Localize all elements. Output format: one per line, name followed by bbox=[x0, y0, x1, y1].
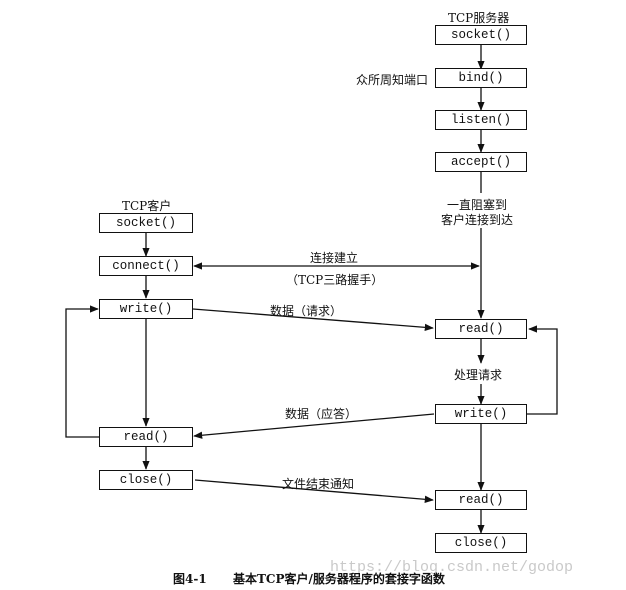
client-write-box: write() bbox=[99, 299, 193, 319]
client-read-box: read() bbox=[99, 427, 193, 447]
client-close-box: close() bbox=[99, 470, 193, 490]
server-read2-box: read() bbox=[435, 490, 527, 510]
server-read-box: read() bbox=[435, 319, 527, 339]
server-socket-box: socket() bbox=[435, 25, 527, 45]
server-bind-box: bind() bbox=[435, 68, 527, 88]
block-note-line2: 客户连接到达 bbox=[441, 213, 514, 227]
server-listen-box: listen() bbox=[435, 110, 527, 130]
server-title: TCP服务器 bbox=[448, 11, 510, 25]
block-note-line1: 一直阻塞到 bbox=[447, 198, 508, 212]
client-title: TCP客户 bbox=[122, 199, 172, 213]
process-request-label: 处理请求 bbox=[454, 368, 503, 382]
connection-established-label: 连接建立 bbox=[310, 251, 359, 265]
eof-arrow bbox=[194, 479, 434, 503]
watermark-text: https://blog.csdn.net/godop bbox=[330, 559, 574, 576]
reply-arrow bbox=[193, 413, 435, 439]
server-write-box: write() bbox=[435, 404, 527, 424]
client-socket-box: socket() bbox=[99, 213, 193, 233]
client-connect-box: connect() bbox=[99, 256, 193, 276]
data-request-label: 数据（请求） bbox=[270, 304, 343, 318]
server-close-box: close() bbox=[435, 533, 527, 553]
request-arrow bbox=[192, 308, 434, 331]
server-accept-box: accept() bbox=[435, 152, 527, 172]
server-loop bbox=[527, 325, 558, 415]
data-reply-label: 数据（应答） bbox=[285, 407, 358, 421]
client-loop bbox=[65, 305, 100, 438]
well-known-port-label: 众所周知端口 bbox=[356, 73, 429, 87]
three-way-handshake-label: （TCP三路握手） bbox=[286, 273, 384, 287]
figure-caption: 基本TCP客户/服务器程序的套接字函数 bbox=[233, 572, 445, 586]
figure-number: 图4-1 bbox=[173, 572, 207, 586]
eof-notification-label: 文件结束通知 bbox=[282, 477, 355, 491]
